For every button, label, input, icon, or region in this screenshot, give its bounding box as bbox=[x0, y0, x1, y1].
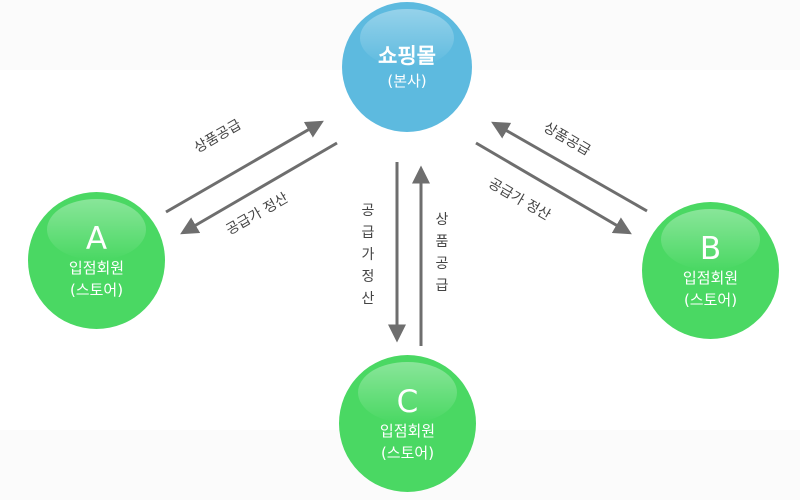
member-node-c: C 입점회원 (스토어) bbox=[339, 355, 476, 492]
hq-node: 쇼핑몰 (본사) bbox=[342, 2, 472, 132]
arrow-hq-to-a bbox=[180, 141, 338, 235]
hq-subtitle: (본사) bbox=[387, 72, 427, 90]
arrow-a-to-hq bbox=[165, 120, 324, 214]
member-node-a: A 입점회원 (스토어) bbox=[28, 192, 165, 329]
member-letter: B bbox=[699, 230, 722, 267]
member-node-b: B 입점회원 (스토어) bbox=[642, 202, 779, 339]
member-title: 입점회원 bbox=[682, 268, 739, 287]
member-subtitle: (스토어) bbox=[69, 280, 124, 299]
flow-label-c-settlement: 공 급 가 정 산 bbox=[361, 203, 375, 307]
member-subtitle: (스토어) bbox=[380, 443, 435, 462]
arrow-b-to-hq bbox=[491, 121, 648, 213]
arrow-hq-to-b bbox=[475, 141, 632, 235]
member-subtitle: (스토어) bbox=[683, 290, 738, 309]
member-title: 입점회원 bbox=[379, 421, 436, 440]
member-letter: A bbox=[85, 220, 108, 257]
hq-title: 쇼핑몰 bbox=[378, 44, 436, 68]
member-title: 입점회원 bbox=[68, 258, 125, 277]
member-letter: C bbox=[396, 383, 419, 420]
flow-label-c-supply: 상 품 공 급 bbox=[435, 212, 449, 294]
